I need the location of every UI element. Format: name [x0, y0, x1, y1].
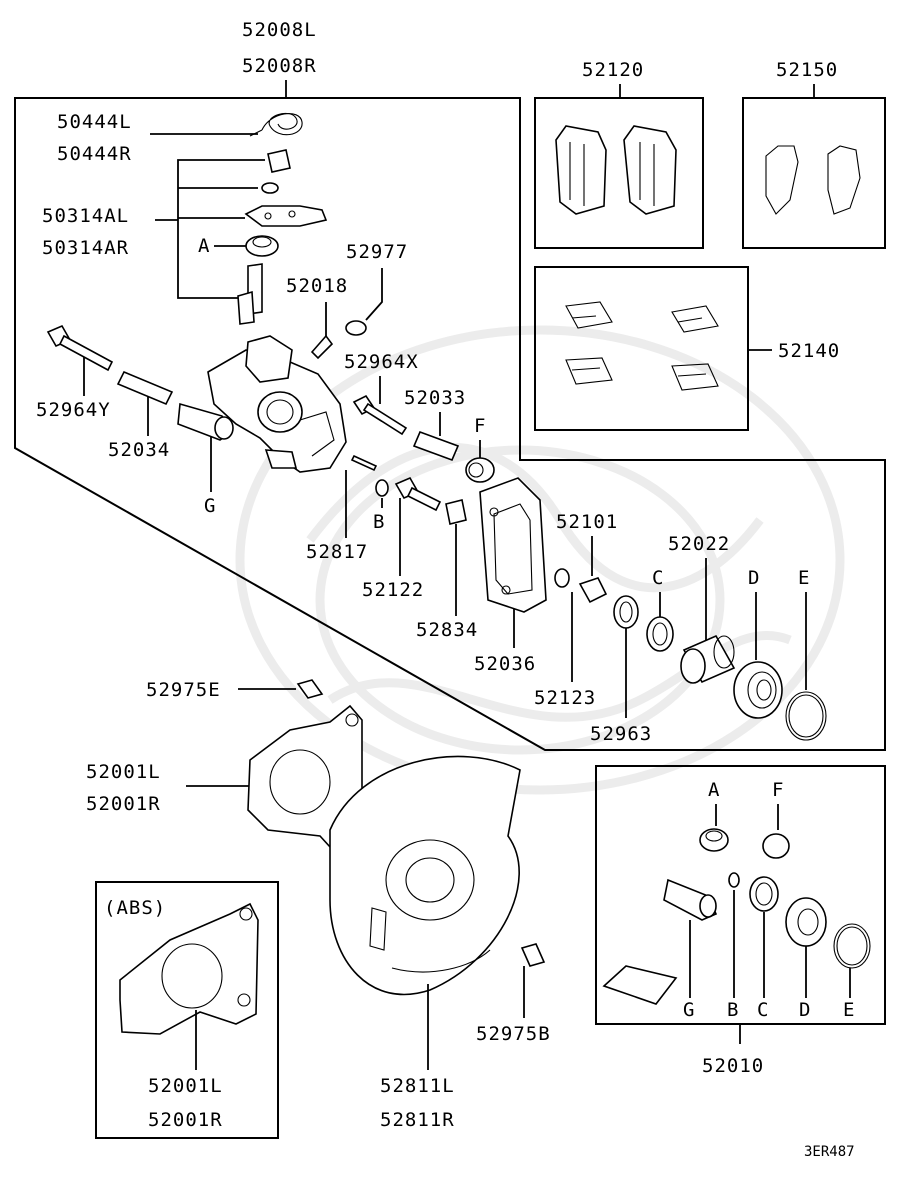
pin-52817-part	[350, 454, 378, 472]
label-ref-C: C	[652, 567, 664, 589]
label-ref-G: G	[204, 495, 216, 517]
kit-boot-G-part	[663, 878, 718, 921]
label-50444L: 50444L	[57, 111, 132, 133]
ring-E-part	[785, 691, 827, 741]
caliper-body-part	[207, 335, 347, 473]
label-abs-52001L: 52001L	[148, 1075, 223, 1097]
label-52122: 52122	[362, 579, 424, 601]
shims-part	[765, 145, 861, 215]
label-ref-D: D	[748, 567, 760, 589]
ring-B-part	[375, 479, 389, 497]
label-52033: 52033	[404, 387, 466, 409]
boot-G-part	[177, 402, 234, 441]
label-52123: 52123	[534, 687, 596, 709]
label-50314AR: 50314AR	[42, 237, 129, 259]
brake-pads-part	[555, 125, 677, 215]
label-kit-C: C	[757, 999, 769, 1021]
backing-plate-part	[329, 755, 521, 996]
clip-box-52140	[534, 266, 749, 431]
label-52140: 52140	[778, 340, 840, 362]
label-ref-B: B	[373, 511, 385, 533]
clip-52834-part	[445, 499, 467, 525]
label-52018: 52018	[286, 275, 348, 297]
spring-part-50444	[249, 112, 303, 137]
part-52123	[554, 568, 570, 588]
label-52008L: 52008L	[242, 19, 317, 41]
boot-F-part	[465, 457, 495, 483]
label-52034: 52034	[108, 439, 170, 461]
bolt-52964Y-part	[46, 324, 114, 372]
kit-ring-E-part	[833, 923, 871, 969]
label-52975E: 52975E	[146, 679, 221, 701]
label-52010: 52010	[702, 1055, 764, 1077]
kit-ring-C-part	[749, 876, 779, 912]
label-abs: (ABS)	[104, 897, 166, 919]
label-52834: 52834	[416, 619, 478, 641]
label-52977: 52977	[346, 241, 408, 263]
label-52811L: 52811L	[380, 1075, 455, 1097]
label-52001L: 52001L	[86, 761, 161, 783]
kit-ring-B-part	[728, 872, 740, 888]
support-52036-part	[479, 477, 547, 613]
bleeder-cap-part	[345, 320, 367, 336]
label-ref-A: A	[198, 235, 210, 257]
kit-boot-F-part	[762, 833, 790, 859]
bolt-52122-part	[394, 476, 442, 512]
abs-box	[95, 881, 279, 1139]
label-50444R: 50444R	[57, 143, 132, 165]
caliper-assembly-frame	[14, 97, 886, 751]
label-kit-G: G	[683, 999, 695, 1021]
label-kit-B: B	[727, 999, 739, 1021]
label-ref-E: E	[798, 567, 810, 589]
sleeve-52034-part	[116, 370, 174, 406]
bracket-parts-50314	[244, 149, 328, 227]
bolt-52964X-part	[352, 394, 408, 436]
label-52008R: 52008R	[242, 55, 317, 77]
grease-packet-part	[602, 965, 678, 1005]
label-50314AL: 50314AL	[42, 205, 129, 227]
label-52963: 52963	[590, 723, 652, 745]
label-52022: 52022	[668, 533, 730, 555]
bleeder-screw-part	[310, 334, 334, 360]
label-kit-F: F	[772, 779, 784, 801]
shim-box-52150	[742, 97, 886, 249]
abs-adapter-bracket-part	[119, 902, 259, 1035]
label-52817: 52817	[306, 541, 368, 563]
diagram-code: 3ER487	[804, 1144, 855, 1160]
part-52101	[578, 577, 608, 604]
label-52811R: 52811R	[380, 1109, 455, 1131]
label-52120: 52120	[582, 59, 644, 81]
pad-box-52120	[534, 97, 704, 249]
guide-pin-part	[237, 263, 263, 325]
leader-52977	[365, 268, 383, 321]
label-52101: 52101	[556, 511, 618, 533]
label-52001R: 52001R	[86, 793, 161, 815]
label-abs-52001R: 52001R	[148, 1109, 223, 1131]
bolt-52975E-part	[296, 679, 324, 699]
label-kit-D: D	[799, 999, 811, 1021]
label-52975B: 52975B	[476, 1023, 551, 1045]
kit-boot-D-part	[785, 897, 827, 947]
pad-clips-part	[565, 301, 719, 391]
label-kit-E: E	[843, 999, 855, 1021]
label-kit-A: A	[708, 779, 720, 801]
label-ref-F: F	[474, 415, 486, 437]
boot-D-part	[733, 661, 783, 719]
boot-A-part	[245, 235, 279, 257]
label-52964Y: 52964Y	[36, 399, 111, 421]
label-52036: 52036	[474, 653, 536, 675]
label-52150: 52150	[776, 59, 838, 81]
leader-50314-bracket	[155, 159, 265, 299]
sleeve-52033-part	[412, 430, 460, 462]
seal-52963-part	[613, 595, 639, 629]
ring-C-part	[646, 616, 674, 652]
kit-boot-A-part	[699, 828, 729, 852]
piston-52022-part	[680, 634, 736, 684]
label-52964X: 52964X	[344, 351, 419, 373]
bolt-52975B-part	[520, 943, 546, 967]
